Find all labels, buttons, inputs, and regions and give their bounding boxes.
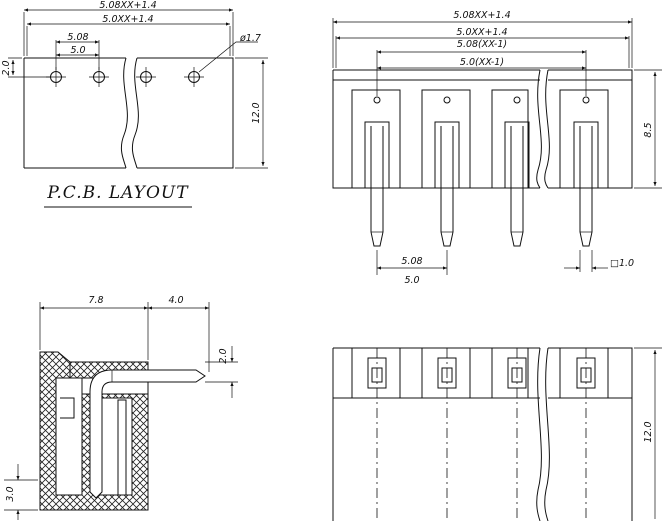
front-dim-pitch-50: 5.0 — [404, 275, 419, 286]
pcb-dim-height: 12.0 — [251, 102, 262, 123]
front-dim-total-outer: 5.08XX+1.4 — [453, 10, 510, 21]
front-dim-span-508: 5.08(XX-1) — [457, 39, 507, 50]
front-pins — [364, 121, 599, 247]
pcb-layout-view: 5.08XX+1.4 5.0XX+1.4 5.08 5.0 ø1.7 2.0 1… — [1, 0, 268, 208]
side-section-view: 7.8 4.0 2.0 3.0 — [4, 295, 238, 520]
pcb-dim-pitch-50: 5.0 — [70, 45, 85, 56]
side-dim-bottom: 3.0 — [5, 486, 16, 501]
pcb-holes — [46, 67, 204, 87]
top-slots — [351, 347, 609, 521]
side-dim-pin-height: 2.0 — [218, 348, 229, 363]
front-view: 5.08XX+1.4 5.0XX+1.4 5.08(XX-1) 5.0(XX-1… — [332, 10, 662, 286]
front-dim-total-inner: 5.0XX+1.4 — [456, 27, 507, 38]
top-view: 12.0 — [332, 347, 662, 521]
pcb-dim-hole: ø1.7 — [239, 33, 261, 44]
front-dim-pitch-508: 5.08 — [401, 256, 422, 267]
front-pockets — [351, 89, 609, 189]
pcb-dim-total-outer: 5.08XX+1.4 — [99, 0, 156, 11]
pcb-layout-title: P.C.B. LAYOUT — [46, 183, 189, 203]
side-dim-overhang: 4.0 — [168, 295, 183, 306]
front-dim-pin: □1.0 — [610, 258, 634, 269]
pcb-dim-pitch-508: 5.08 — [67, 32, 88, 43]
pcb-dim-total-inner: 5.0XX+1.4 — [102, 14, 153, 25]
front-dim-span-50: 5.0(XX-1) — [460, 57, 504, 68]
top-dim-height: 12.0 — [643, 421, 654, 442]
pcb-dim-offset: 2.0 — [1, 60, 12, 75]
front-dim-height: 8.5 — [643, 122, 654, 137]
side-dim-depth: 7.8 — [88, 295, 103, 306]
